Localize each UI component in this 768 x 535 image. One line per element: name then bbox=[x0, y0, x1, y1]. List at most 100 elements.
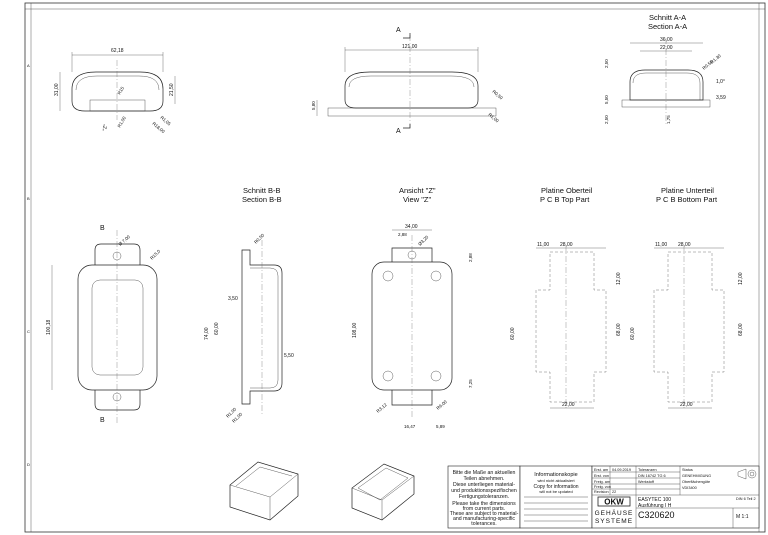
pcbb-dim-22: 22,00 bbox=[680, 402, 693, 408]
section-aa-title: Schnitt A-A bbox=[649, 13, 686, 22]
view-z: Ansicht "Z" View "Z" 34,00 2,88 Ø3,20 10… bbox=[352, 186, 473, 429]
vz-dim-589: 5,89 bbox=[436, 424, 445, 429]
pcb-bottom-view: Platine Unterteil P C B Bottom Part 11,0… bbox=[630, 186, 744, 410]
saa-dim-250b: 2,50 bbox=[604, 115, 609, 124]
section-aa-subtitle: Section A-A bbox=[648, 22, 687, 31]
vz-dim-1647: 16,47 bbox=[404, 424, 416, 429]
tb-date: 04.09.2019 bbox=[612, 468, 631, 472]
tb-status-label: Status bbox=[682, 468, 693, 472]
note-de-4: und produktionsspezifischen bbox=[451, 488, 517, 494]
front-dim-r15: R15 bbox=[117, 85, 126, 95]
vz-dim-r6: R6,00 bbox=[435, 399, 448, 411]
cut-b-bottom: B bbox=[100, 417, 105, 424]
sbb-dim-r05: R0,50 bbox=[253, 232, 265, 244]
vz-dim-34: 34,00 bbox=[405, 224, 418, 230]
frame-row-c: C bbox=[27, 329, 30, 334]
pcb-top-subtitle: P C B Top Part bbox=[540, 195, 590, 204]
vz-dim-288b: 2,88 bbox=[468, 253, 473, 262]
pcbt-dim-68: 68,00 bbox=[616, 323, 622, 336]
vz-dim-725: 7,25 bbox=[468, 379, 473, 388]
sbb-dim-74: 74,00 bbox=[204, 327, 210, 340]
pcbb-dim-12: 12,00 bbox=[738, 272, 744, 285]
pcbb-dim-11: 11,00 bbox=[655, 242, 667, 248]
projection-symbol-icon bbox=[737, 468, 757, 480]
side-dim-width: 121,00 bbox=[402, 44, 418, 50]
front-dim-r105: R1,05 bbox=[159, 115, 172, 127]
tb-sheet: DIN 6 Teil 2 bbox=[736, 497, 756, 501]
tb-row-2: Erst. von bbox=[594, 474, 609, 478]
saa-dim-250a: 2,50 bbox=[604, 59, 609, 68]
pcbt-dim-12: 12,00 bbox=[616, 272, 622, 285]
vz-dim-r312: R3,12 bbox=[375, 402, 388, 414]
tb-revision-label: Revision bbox=[594, 490, 609, 494]
okw-logo: OKW GEHÄUSE SYSTEME bbox=[595, 496, 634, 525]
pcbt-dim-11: 11,00 bbox=[537, 242, 549, 248]
front-view: 62,18 31,00 21,50 R15 R1,00 R1,05 R18,00… bbox=[54, 48, 176, 134]
brand-line-1: GEHÄUSE bbox=[595, 509, 634, 517]
saa-dim-359: 3,59 bbox=[716, 95, 726, 101]
plan-dim-length: 100,18 bbox=[46, 319, 52, 335]
vz-dim-288a: 2,88 bbox=[398, 232, 407, 237]
tb-revision: 22 bbox=[612, 490, 616, 494]
sheet-border bbox=[24, 2, 766, 533]
saa-dim-r05: R0,50 bbox=[701, 59, 714, 71]
side-dim-flange: 5,80 bbox=[311, 101, 316, 110]
plan-dim-hole: Ø 7,00 bbox=[117, 234, 131, 247]
notes-box bbox=[447, 465, 521, 529]
side-dim-r05: R0,50 bbox=[491, 89, 504, 101]
note-en-3: These are subject to material- bbox=[450, 511, 519, 517]
view-z-subtitle: View "Z" bbox=[403, 195, 431, 204]
front-dim-width: 62,18 bbox=[111, 48, 124, 54]
sbb-dim-550: 5,50 bbox=[284, 353, 294, 359]
section-aa-view: Schnitt A-A Section A-A 36,00 22,00 2,50… bbox=[604, 13, 726, 125]
tb-product: EASYTEC 100 bbox=[638, 497, 671, 503]
note-en-4: and manufacturing-specific bbox=[453, 516, 515, 522]
tb-row-3: Freig. am bbox=[594, 480, 610, 484]
tb-scale: M 1:1 bbox=[736, 514, 749, 520]
tb-row-4: Freig. von bbox=[594, 485, 611, 489]
cut-a-bottom: A bbox=[396, 128, 401, 135]
view-z-title: Ansicht "Z" bbox=[399, 186, 436, 195]
note-de-2: Teilen abnehmen. bbox=[464, 476, 505, 482]
vz-dim-hole: Ø3,20 bbox=[417, 234, 430, 247]
frame-row-a: A bbox=[27, 63, 30, 68]
vz-dim-108: 108,00 bbox=[352, 322, 358, 338]
info-sub: wird nicht aktualisiert bbox=[537, 478, 575, 483]
pcbt-dim-22: 22,00 bbox=[562, 402, 575, 408]
tb-variant: Ausführung I H bbox=[638, 503, 672, 509]
tb-material: Werkstoff bbox=[638, 480, 655, 484]
front-dim-height2: 21,50 bbox=[169, 83, 175, 96]
front-dim-r1: R1,00 bbox=[117, 115, 128, 128]
pcbt-dim-60: 60,00 bbox=[510, 327, 516, 340]
side-view: 121,00 5,80 R0,50 R1,00 A A bbox=[311, 27, 504, 135]
info-title: Informationskopie bbox=[534, 472, 577, 478]
tb-tol-value: DIN 16742 TG 6 bbox=[638, 474, 666, 478]
isometric-closed bbox=[229, 461, 299, 521]
front-dim-r18: R18,00 bbox=[151, 121, 166, 134]
section-bb-subtitle: Section B-B bbox=[242, 195, 282, 204]
info-en1: Copy for information bbox=[533, 484, 578, 490]
pcbb-dim-28: 28,00 bbox=[678, 242, 691, 248]
saa-dim-36: 36,00 bbox=[660, 37, 673, 43]
pcb-top-view: Platine Oberteil P C B Top Part 11,00 28… bbox=[510, 186, 622, 410]
saa-dim-175: 1,75 bbox=[666, 115, 671, 124]
note-de-3: Diese unterliegen material- bbox=[453, 482, 515, 488]
note-de-5: Fertigungstoleranzen. bbox=[459, 494, 509, 500]
info-en2: will not be updated bbox=[539, 489, 572, 494]
tb-number: C320620 bbox=[638, 510, 675, 520]
tb-status: GENEHMIGUNG bbox=[682, 474, 711, 478]
section-bb-title: Schnitt B-B bbox=[243, 186, 281, 195]
saa-dim-angle: 1,0° bbox=[716, 79, 725, 85]
okw-logo-text: OKW bbox=[604, 498, 624, 507]
note-en-1: Please take the dimensions bbox=[452, 501, 516, 507]
front-dim-height: 31,00 bbox=[54, 83, 60, 96]
cut-b-top: B bbox=[100, 225, 105, 232]
cut-a-top: A bbox=[396, 27, 401, 34]
pcbb-dim-60: 60,00 bbox=[630, 327, 636, 340]
pcbb-dim-68: 68,00 bbox=[738, 323, 744, 336]
brand-line-2: SYSTEME bbox=[595, 518, 633, 525]
sbb-dim-350: 3,50 bbox=[228, 296, 238, 302]
tb-surface: VDI3400 bbox=[682, 486, 697, 490]
saa-dim-550: 5,50 bbox=[604, 95, 609, 104]
